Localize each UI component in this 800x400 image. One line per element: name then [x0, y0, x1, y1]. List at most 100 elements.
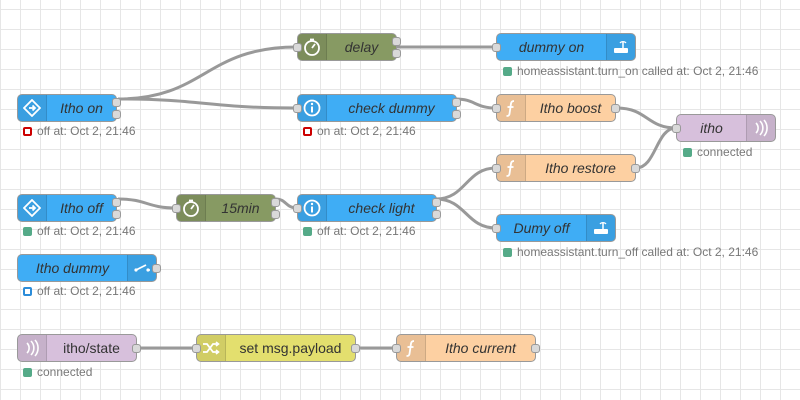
node-itho-out[interactable]: itho [672, 114, 776, 142]
wire-itho-boost-itho [616, 106, 677, 130]
node-itho-current[interactable]: Itho current [392, 334, 540, 362]
node-dumy-off[interactable]: Dumy off [492, 214, 616, 242]
status-indicator [683, 147, 692, 157]
broadcast-icon [18, 335, 47, 361]
node-itho-state[interactable]: itho/state [17, 334, 141, 362]
status-itho-on: off at: Oct 2, 21:46 [23, 124, 136, 138]
input-port[interactable] [672, 124, 681, 133]
node-label: Itho dummy [35, 260, 110, 276]
status-itho-out: connected [683, 145, 752, 159]
timer-icon [298, 34, 327, 60]
status-dummy-on: homeassistant.turn_on called at: Oct 2, … [503, 64, 758, 78]
function-icon [397, 335, 426, 361]
status-itho-off: off at: Oct 2, 21:46 [23, 224, 136, 238]
input-port[interactable] [492, 224, 501, 233]
node-label: dummy on [518, 39, 585, 55]
function-icon [497, 95, 526, 121]
node-label: Dumy off [513, 220, 570, 236]
input-port[interactable] [293, 43, 302, 52]
node-delay-15min[interactable]: 15min [172, 194, 280, 222]
wire-itho-off-15min [117, 197, 177, 210]
output-port[interactable] [152, 264, 161, 273]
output-port[interactable] [132, 344, 141, 353]
broadcast-icon [746, 115, 775, 141]
output-port[interactable] [112, 198, 121, 207]
status-check-dummy: on at: Oct 2, 21:46 [303, 124, 416, 138]
status-indicator [23, 286, 32, 296]
node-delay[interactable]: delay [293, 33, 401, 61]
input-port[interactable] [392, 344, 401, 353]
status-dumy-off: homeassistant.turn_off called at: Oct 2,… [503, 245, 758, 259]
status-check-light: off at: Oct 2, 21:46 [303, 224, 416, 238]
input-port[interactable] [492, 43, 501, 52]
info-icon [298, 195, 327, 221]
status-indicator [23, 226, 32, 236]
inject-arrow-icon [18, 195, 47, 221]
input-port[interactable] [293, 204, 302, 213]
router-icon [586, 215, 615, 241]
node-label: set msg.payload [239, 340, 342, 356]
wire-check-light-itho-restore [435, 166, 497, 201]
status-indicator [503, 66, 512, 76]
router-icon [606, 34, 635, 60]
node-label: Itho current [445, 340, 516, 356]
timer-icon [177, 195, 206, 221]
node-label: Itho boost [539, 100, 602, 116]
node-itho-restore[interactable]: Itho restore [492, 154, 640, 182]
node-check-dummy[interactable]: check dummy [293, 94, 461, 122]
node-label: Itho restore [545, 160, 616, 176]
wire-check-light-dumy-off [435, 197, 497, 230]
node-set-payload[interactable]: set msg.payload [192, 334, 360, 362]
input-port[interactable] [293, 104, 302, 113]
node-label: itho [700, 120, 723, 136]
node-itho-off[interactable]: Itho off [17, 194, 121, 222]
output-port[interactable] [271, 198, 280, 207]
node-check-light[interactable]: check light [293, 194, 441, 222]
node-itho-boost[interactable]: Itho boost [492, 94, 620, 122]
output-port[interactable] [112, 98, 121, 107]
inject-arrow-icon [18, 95, 47, 121]
node-label: Itho off [60, 200, 103, 216]
node-label: check light [348, 200, 415, 216]
output-port[interactable] [392, 49, 401, 58]
node-itho-dummy[interactable]: Itho dummy [17, 254, 161, 282]
output-port[interactable] [432, 210, 441, 219]
input-port[interactable] [172, 204, 181, 213]
status-indicator [23, 126, 32, 136]
status-indicator [303, 226, 312, 236]
output-port[interactable] [452, 98, 461, 107]
function-icon [497, 155, 526, 181]
wire-itho-on-delay [117, 45, 298, 101]
node-label: itho/state [63, 340, 120, 356]
wire-itho-on-check-dummy [117, 97, 298, 110]
output-port[interactable] [112, 210, 121, 219]
input-port[interactable] [192, 344, 201, 353]
status-indicator [303, 126, 312, 136]
switch-icon [127, 255, 156, 281]
output-port[interactable] [351, 344, 360, 353]
wire-itho-restore-itho [635, 126, 677, 170]
node-label: check dummy [348, 100, 435, 116]
node-dummy-on[interactable]: dummy on [492, 33, 636, 61]
status-indicator [503, 247, 512, 257]
status-itho-dummy: off at: Oct 2, 21:46 [23, 284, 136, 298]
status-itho-state: connected [23, 365, 92, 379]
output-port[interactable] [452, 110, 461, 119]
node-label: Itho on [60, 100, 103, 116]
shuffle-icon [197, 335, 226, 361]
output-port[interactable] [271, 210, 280, 219]
node-itho-on[interactable]: Itho on [17, 94, 121, 122]
info-icon [298, 95, 327, 121]
output-port[interactable] [631, 164, 640, 173]
output-port[interactable] [531, 344, 540, 353]
input-port[interactable] [492, 104, 501, 113]
input-port[interactable] [492, 164, 501, 173]
output-port[interactable] [611, 104, 620, 113]
node-label: 15min [221, 200, 260, 216]
wire-check-dummy-itho-boost [455, 97, 497, 110]
output-port[interactable] [432, 198, 441, 207]
node-label: delay [344, 39, 379, 55]
output-port[interactable] [112, 110, 121, 119]
output-port[interactable] [392, 37, 401, 46]
